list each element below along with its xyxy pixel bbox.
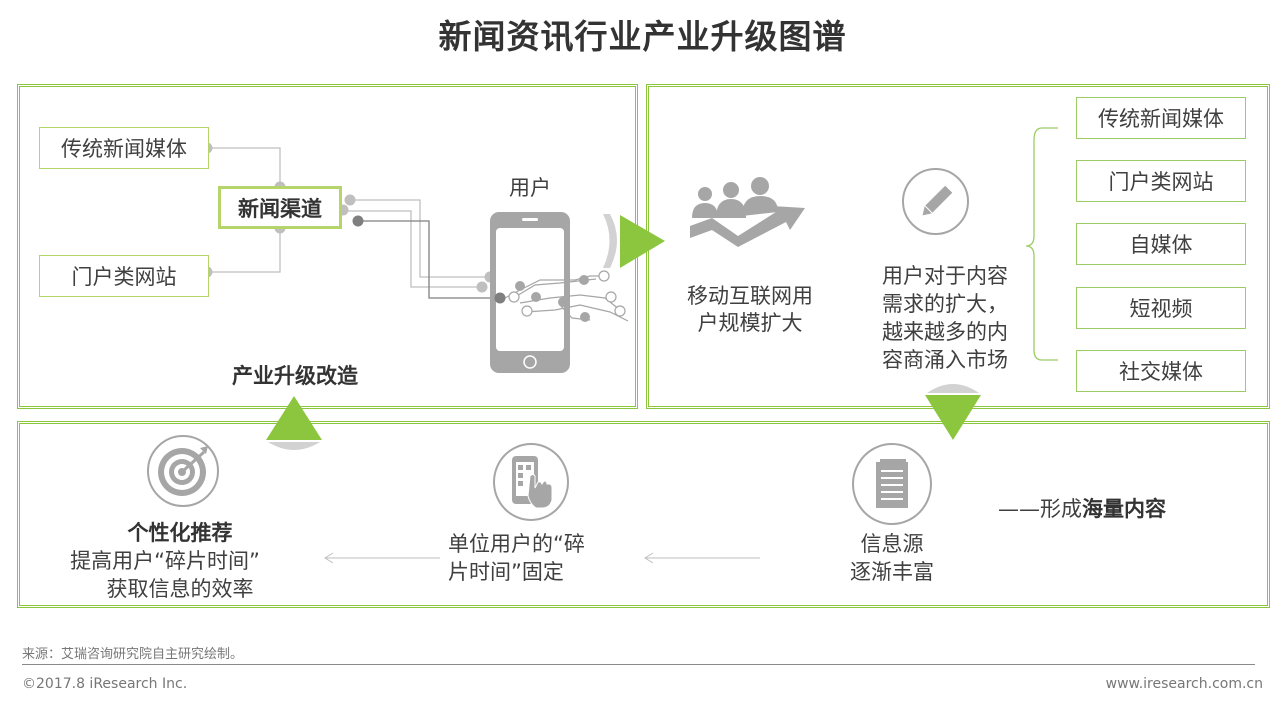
provider-short-video: 短视频 xyxy=(1076,287,1246,329)
demand-line: 越来越多的内 xyxy=(882,320,1008,344)
massive-bold: 海量内容 xyxy=(1082,497,1166,521)
source-portal-sites: 门户类网站 xyxy=(39,255,209,297)
website-link[interactable]: www.iresearch.com.cn xyxy=(1105,676,1263,692)
personalized-line: 获取信息的效率 xyxy=(106,577,254,601)
massive-content-label: ——形成海量内容 xyxy=(998,496,1218,523)
dot xyxy=(476,281,488,293)
provider-portal-sites: 门户类网站 xyxy=(1076,160,1246,202)
line-channel-user-3 xyxy=(358,220,500,299)
industry-upgrade-caption: 产业升级改造 xyxy=(232,364,358,388)
info-source-line: 逐渐丰富 xyxy=(850,560,934,584)
dot xyxy=(352,215,364,227)
copyright: ©2017.8 iResearch Inc. xyxy=(22,676,188,692)
news-channel-box: 新闻渠道 xyxy=(218,186,342,229)
provider-traditional-media: 传统新闻媒体 xyxy=(1076,97,1246,139)
source-note: 来源：艾瑞咨询研究院自主研究绘制。 xyxy=(22,647,244,662)
fragment-line: 单位用户的“碎 xyxy=(448,532,585,556)
line-portal-channel xyxy=(208,228,281,273)
pencil-icon xyxy=(902,168,969,235)
line-channel-user-1 xyxy=(350,199,490,278)
bracket xyxy=(1025,127,1058,361)
arrow-right-icon xyxy=(620,215,665,268)
dot xyxy=(344,194,356,206)
users-growth-icon xyxy=(690,177,805,247)
personalized-line: 提高用户“碎片时间” xyxy=(70,549,260,573)
arrow-up-icon xyxy=(266,396,322,440)
user-label: 用户 xyxy=(509,176,551,200)
footer-divider xyxy=(22,664,1255,665)
user-growth-line: 移动互联网用 xyxy=(687,284,813,308)
line-traditional-channel xyxy=(208,147,281,187)
source-traditional-media: 传统新闻媒体 xyxy=(39,127,209,169)
personalized-recommendation-title: 个性化推荐 xyxy=(127,521,233,545)
page-title: 新闻资讯行业产业升级图谱 xyxy=(438,17,847,56)
user-growth-text: 移动互联网用 户规模扩大 xyxy=(670,283,830,337)
provider-self-media: 自媒体 xyxy=(1076,223,1246,265)
info-source-line: 信息源 xyxy=(860,532,924,556)
line-channel-user-2 xyxy=(343,210,482,288)
demand-line: 用户对于内容 xyxy=(882,264,1008,288)
phone-icon xyxy=(490,212,570,373)
demand-text: 用户对于内容 需求的扩大， 越来越多的内 容商涌入市场 xyxy=(860,262,1030,374)
phone-touch-icon xyxy=(493,443,569,521)
massive-prefix: ——形成 xyxy=(998,497,1082,521)
document-icon xyxy=(852,443,932,525)
fragment-line: 片时间”固定 xyxy=(448,560,564,584)
demand-line: 容商涌入市场 xyxy=(882,348,1008,372)
user-growth-line: 户规模扩大 xyxy=(697,311,803,335)
panel-market-demand xyxy=(646,84,1270,409)
target-icon xyxy=(147,435,219,507)
demand-line: 需求的扩大， xyxy=(882,292,1008,316)
panel-massive-content xyxy=(17,421,1270,608)
provider-social-media: 社交媒体 xyxy=(1076,350,1246,392)
